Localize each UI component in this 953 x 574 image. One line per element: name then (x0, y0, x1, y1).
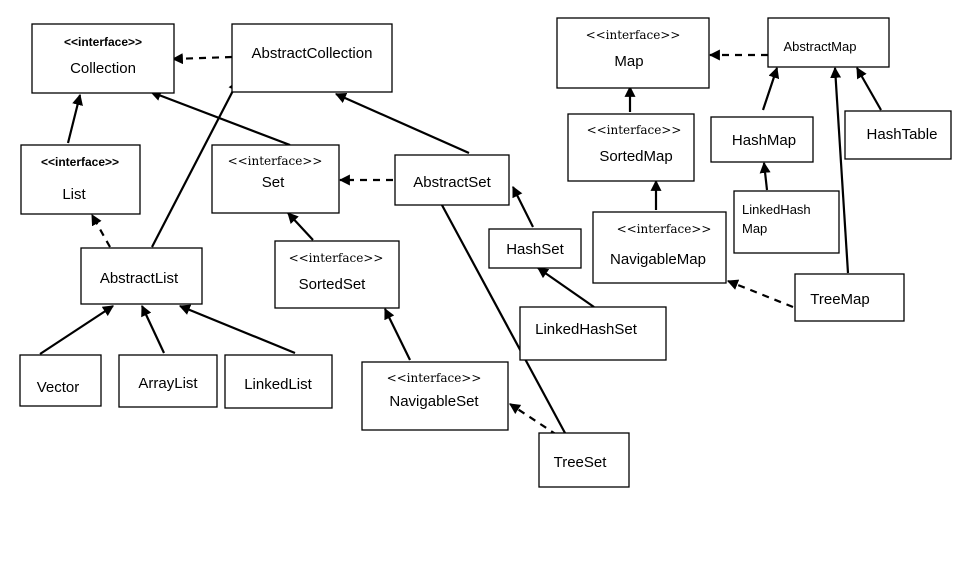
edge-list-collection (66, 93, 83, 144)
edge-abstractlist-abstractcollection (151, 80, 239, 248)
navigable-set-label: NavigableSet (389, 393, 479, 410)
node-tree-set: TreeSet (538, 432, 630, 488)
edge-hashtable-abstractmap (856, 67, 882, 111)
node-navigable-set: <<interface>> NavigableSet (361, 361, 509, 431)
linked-hash-map-label-line1: LinkedHash (742, 202, 811, 217)
node-abstract-map: AbstractMap (767, 17, 890, 68)
set-label: Set (262, 174, 285, 191)
edge-linkedhashmap-hashmap (759, 161, 771, 191)
linked-list-label: LinkedList (244, 376, 312, 393)
abstract-collection-label: AbstractCollection (252, 45, 373, 62)
connectors (39, 49, 882, 436)
sorted-map-label: SortedMap (599, 148, 672, 165)
node-abstract-collection: AbstractCollection (231, 23, 393, 93)
edge-linkedhashset-hashset (537, 267, 595, 308)
node-list: <<interface>> List (20, 144, 141, 215)
edge-navigableset-sortedset (384, 308, 411, 361)
list-label: List (62, 186, 86, 203)
edge-arraylist-abstractlist (141, 305, 165, 354)
tree-set-label: TreeSet (554, 454, 608, 471)
navigable-map-label: NavigableMap (610, 251, 706, 268)
node-sorted-set: <<interface>> SortedSet (274, 240, 400, 309)
stereotype-label: <<interface>> (587, 123, 682, 137)
edge-hashset-abstractset (512, 186, 534, 228)
node-hash-set: HashSet (488, 228, 582, 269)
node-abstract-set: AbstractSet (394, 154, 510, 206)
node-linked-hash-map: LinkedHash Map (733, 190, 840, 254)
node-collection: <<interface>> Collection (31, 23, 175, 94)
node-linked-list: LinkedList (224, 354, 333, 409)
edge-linkedlist-abstractlist (178, 304, 296, 355)
abstract-set-label: AbstractSet (413, 174, 491, 191)
abstract-map-label: AbstractMap (784, 39, 857, 54)
stereotype-label: <<interface>> (228, 154, 323, 168)
tree-map-label: TreeMap (810, 291, 869, 308)
sorted-set-label: SortedSet (299, 276, 367, 293)
edge-treeset-abstractset (435, 193, 566, 434)
edge-vector-abstractlist (39, 305, 114, 355)
edge-abstractlist-list (91, 214, 111, 248)
edge-abstractcollection-collection (171, 53, 233, 65)
node-navigable-map: <<interface>> NavigableMap (592, 211, 727, 284)
linked-hash-set-label: LinkedHashSet (535, 321, 638, 338)
node-abstract-list: AbstractList (80, 247, 203, 305)
stereotype-label: <<interface>> (64, 35, 142, 49)
edge-abstractset-abstractcollection (334, 92, 470, 155)
hash-set-label: HashSet (506, 241, 564, 258)
edge-treeset-navigableset (509, 403, 558, 436)
node-linked-hash-set: LinkedHashSet (519, 306, 667, 361)
node-array-list: ArrayList (118, 354, 218, 408)
stereotype-label: <<interface>> (41, 155, 119, 169)
edge-hashmap-abstractmap (761, 66, 780, 111)
node-map: <<interface>> Map (556, 17, 710, 89)
collection-label: Collection (70, 60, 136, 77)
edge-treemap-abstractmap (830, 66, 850, 274)
node-vector: Vector (19, 354, 102, 407)
stereotype-label: <<interface>> (617, 222, 712, 236)
stereotype-label: <<interface>> (586, 28, 681, 42)
vector-label: Vector (37, 379, 80, 396)
node-sorted-map: <<interface>> SortedMap (567, 113, 695, 182)
node-set: <<interface>> Set (211, 144, 340, 214)
stereotype-label: <<interface>> (289, 251, 384, 265)
abstract-list-label: AbstractList (100, 270, 179, 287)
edge-treemap-navigablemap (726, 279, 794, 309)
linked-hash-map-label-line2: Map (742, 221, 767, 236)
edge-set-collection (149, 90, 291, 147)
stereotype-label: <<interface>> (387, 371, 482, 385)
node-hash-map: HashMap (710, 116, 814, 163)
hash-map-label: HashMap (732, 132, 796, 149)
node-hash-table: HashTable (844, 110, 952, 160)
edge-sortedset-set (287, 212, 314, 241)
hash-table-label: HashTable (867, 126, 938, 143)
node-tree-map: TreeMap (794, 273, 905, 322)
map-label: Map (614, 53, 643, 70)
array-list-label: ArrayList (138, 375, 198, 392)
